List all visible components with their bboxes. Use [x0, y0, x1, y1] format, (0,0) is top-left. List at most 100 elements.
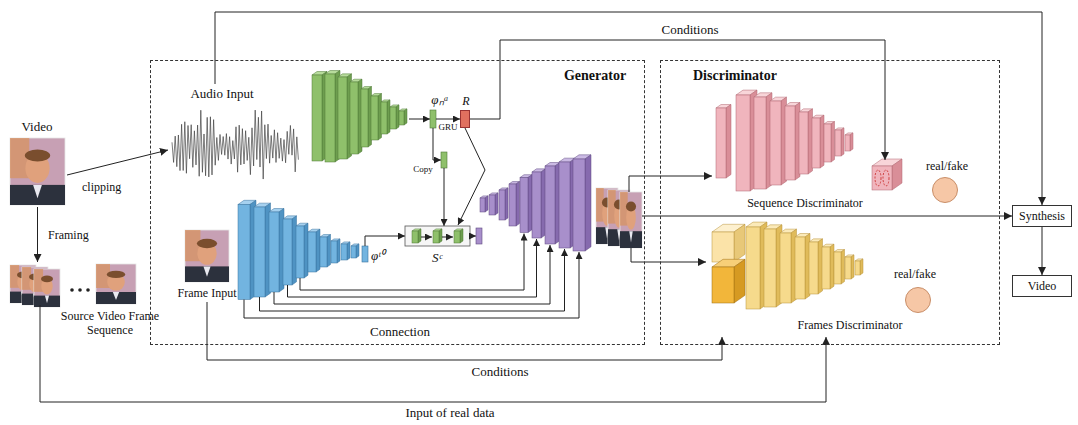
layer-front: [338, 77, 347, 159]
layer-side: [460, 229, 463, 243]
layer-side: [495, 193, 498, 215]
connector-arrow: [645, 262, 706, 263]
connector-arrow: [1042, 227, 1043, 275]
frame-background: [620, 192, 642, 248]
layer-front: [454, 231, 460, 243]
layer-front: [799, 112, 808, 174]
layer-front: [238, 205, 250, 300]
edge-label: Conditions: [659, 22, 720, 37]
layer-side: [841, 128, 844, 156]
suit: [620, 231, 642, 248]
node-label: R: [462, 94, 469, 108]
hair: [25, 149, 50, 161]
layer-front: [308, 232, 316, 272]
ellipsis-dot: [78, 288, 82, 292]
signal-arrow: [365, 236, 405, 246]
layer-side: [831, 122, 835, 162]
layer-front: [269, 212, 279, 292]
frame-background: [34, 269, 60, 307]
layer-front: [361, 89, 368, 147]
condition-mark: [875, 170, 881, 186]
frame-sequence: Source Video Frame Sequence: [8, 262, 140, 305]
layer-side: [485, 196, 488, 212]
audio-input: Audio Input: [168, 84, 302, 192]
layer-front: [480, 198, 485, 212]
layer-front: [254, 207, 265, 297]
ellipsis-dot: [70, 288, 74, 292]
layer-front: [520, 178, 528, 233]
skip-connection: [300, 234, 524, 291]
layer-side: [528, 175, 532, 233]
connector-arrow: [645, 176, 712, 177]
layer-front: [351, 246, 356, 258]
layer-front: [381, 102, 387, 134]
condition-mark: [883, 170, 889, 186]
layer-front: [746, 227, 760, 309]
layer-side: [505, 188, 508, 220]
layer-front: [573, 159, 585, 251]
shirt: [629, 231, 633, 242]
copied-feature: [441, 152, 447, 168]
layer-front: [390, 107, 396, 129]
signal-arrow: [409, 119, 430, 120]
node-label: Frames Discriminator: [798, 318, 903, 332]
layer-side: [337, 239, 340, 263]
node-label: Source Video Frame Sequence: [54, 309, 166, 337]
skip-connection: [260, 249, 565, 311]
layer-side: [841, 250, 845, 284]
hair: [197, 239, 217, 248]
frame-background: [96, 264, 136, 304]
frame-background: [10, 138, 65, 205]
layer-front: [489, 195, 495, 215]
annotation-label: φₙᵃ: [431, 92, 448, 107]
layer-side: [327, 235, 331, 267]
gru-arrow: [436, 119, 460, 120]
region-title: Discriminator: [693, 68, 777, 84]
layer-front: [824, 124, 831, 162]
connector-arrow: [470, 40, 885, 160]
layer-side: [851, 255, 854, 279]
node-label: real/fake: [894, 267, 936, 281]
skip-connection: [288, 239, 537, 297]
layer-front: [371, 96, 378, 140]
connector-arrow: [37, 207, 38, 262]
edge-label: Conditions: [469, 364, 530, 379]
generator-region: Audio InputFrame InputRGenerator: [150, 60, 645, 345]
connector-arrow: [67, 150, 168, 175]
copy-line: [433, 128, 434, 160]
frame-input: Frame Input: [174, 228, 240, 302]
shirt: [33, 185, 42, 198]
sequence-discriminator: Sequence Discriminator: [712, 160, 897, 192]
layer-front: [736, 95, 750, 191]
annotation-label: Sᶜ: [432, 250, 442, 265]
signal-arrow: [442, 237, 453, 238]
layer-front: [499, 190, 505, 220]
layer-front: [822, 247, 830, 289]
hair: [626, 202, 636, 212]
layer-side: [892, 159, 902, 190]
real-fake-output: real/fake: [905, 287, 931, 313]
node-label: Frame Input: [178, 286, 237, 300]
annotation-label: Connection: [370, 324, 430, 339]
signal-arrow: [421, 237, 432, 238]
layer-side: [316, 229, 320, 272]
node-label: real/fake: [926, 159, 968, 173]
audio-waveform: [172, 110, 298, 179]
layer-front: [559, 162, 570, 248]
layer-side: [734, 259, 745, 303]
audio-feature: [430, 110, 436, 128]
layer-front: [834, 252, 841, 284]
image-feature: [362, 246, 368, 262]
layer-front: [399, 111, 404, 125]
frame-background: [185, 230, 229, 282]
skip-connection: [244, 252, 579, 318]
layer-side: [726, 105, 731, 179]
layer-front: [325, 74, 335, 162]
layer-front: [855, 261, 860, 275]
layer-side: [404, 109, 407, 125]
layer-front: [764, 229, 776, 307]
layer-side: [850, 133, 853, 151]
skip-connection: [274, 245, 550, 304]
layer-front: [545, 166, 555, 244]
